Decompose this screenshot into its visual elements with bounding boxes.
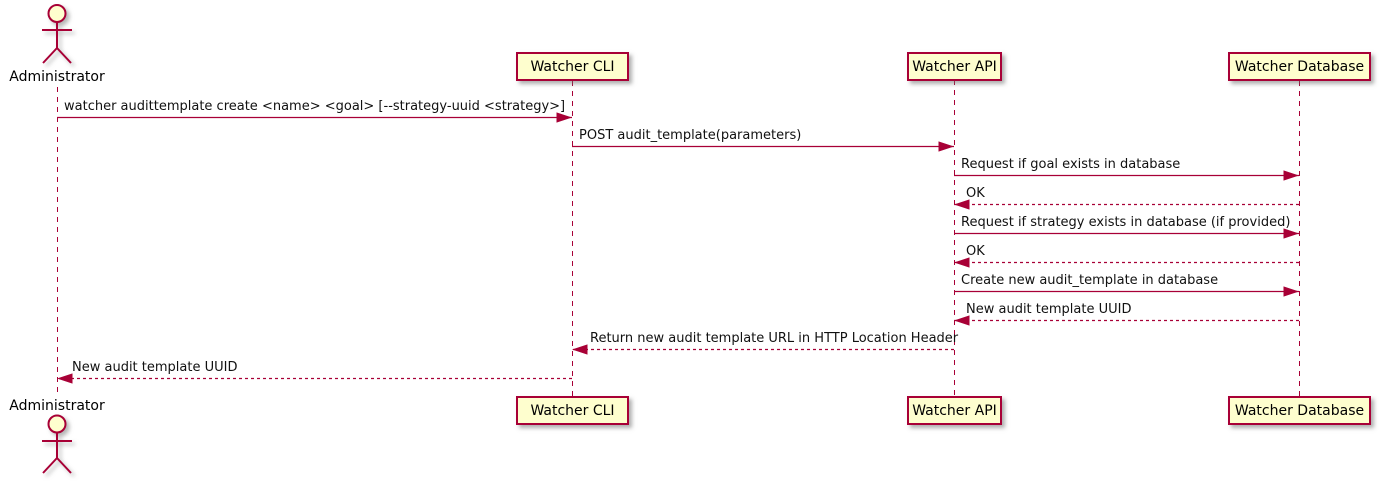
message-label-1: watcher audittemplate create <name> <goa… [64, 99, 566, 114]
actor-label-bottom: Administrator [9, 398, 105, 414]
participant-box-watcher-cli-top: Watcher CLI [516, 52, 629, 81]
participant-label: Watcher API [912, 58, 997, 75]
actor-figure-bottom [42, 414, 72, 474]
participant-box-watcher-database-top: Watcher Database [1228, 52, 1371, 81]
participant-box-watcher-api-bottom: Watcher API [907, 396, 1002, 425]
participant-label: Watcher Database [1234, 402, 1365, 419]
message-label-8: New audit template UUID [966, 302, 1132, 317]
participant-label: Watcher CLI [530, 402, 615, 419]
message-label-10: New audit template UUID [72, 360, 238, 375]
participant-label: Watcher CLI [530, 58, 615, 75]
message-label-6: OK [966, 244, 985, 259]
actor-label-top: Administrator [9, 69, 105, 85]
participant-box-watcher-database-bottom: Watcher Database [1228, 396, 1371, 425]
actor-head [47, 414, 67, 434]
participant-box-watcher-cli-bottom: Watcher CLI [516, 396, 629, 425]
message-label-5: Request if strategy exists in database (… [961, 215, 1291, 230]
message-label-3: Request if goal exists in database [961, 157, 1181, 172]
actor-head [47, 4, 67, 23]
message-label-9: Return new audit template URL in HTTP Lo… [590, 331, 959, 346]
participant-label: Watcher API [912, 402, 997, 419]
participant-label: Watcher Database [1234, 58, 1365, 75]
message-label-4: OK [966, 186, 985, 201]
message-label-7: Create new audit_template in database [961, 273, 1219, 288]
message-label-2: POST audit_template(parameters) [579, 128, 802, 143]
participant-box-watcher-api-top: Watcher API [907, 52, 1002, 81]
actor-figure-top [42, 4, 72, 64]
